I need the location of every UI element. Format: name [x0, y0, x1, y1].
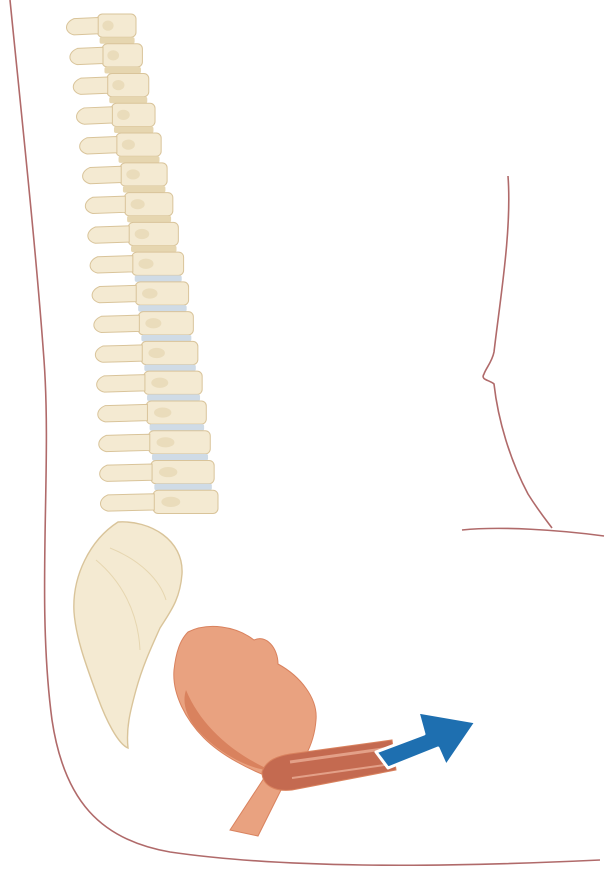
bone-shading	[112, 80, 124, 90]
vertebra	[73, 74, 149, 104]
vertebra	[99, 431, 210, 461]
spinous-process	[98, 404, 148, 421]
vertebra	[101, 490, 219, 513]
spinous-process	[88, 226, 129, 243]
bone-shading	[148, 348, 164, 358]
bone-shading	[159, 467, 177, 477]
intervertebral-disc	[141, 335, 191, 342]
spinous-process	[67, 17, 99, 34]
bone-shading	[138, 259, 153, 269]
spinous-process	[101, 494, 155, 511]
bone-shading	[122, 140, 135, 150]
intervertebral-disc	[138, 305, 187, 312]
spinous-process	[85, 196, 125, 213]
spinous-process	[94, 315, 140, 332]
intervertebral-disc	[152, 454, 208, 461]
bone-shading	[161, 497, 180, 507]
vertebra	[94, 312, 194, 342]
spinous-process	[92, 285, 136, 302]
bone-shading	[107, 50, 119, 60]
spinous-process	[97, 375, 145, 392]
intervertebral-disc	[144, 365, 196, 372]
spine	[67, 14, 219, 513]
spinous-process	[90, 256, 133, 273]
bone-shading	[157, 437, 175, 447]
vertebra	[98, 401, 207, 431]
bone-shading	[145, 318, 161, 328]
intervertebral-disc	[154, 484, 212, 491]
intervertebral-disc	[114, 127, 154, 134]
thigh-front-outline	[462, 528, 604, 536]
bone-shading	[151, 378, 168, 388]
vertebra	[92, 282, 188, 312]
vertebra	[77, 103, 156, 133]
spinous-process	[95, 345, 142, 362]
rectum	[174, 626, 316, 836]
intervertebral-disc	[147, 394, 200, 401]
vertebra	[97, 371, 202, 401]
bone-shading	[135, 229, 150, 239]
bone-shading	[131, 199, 145, 209]
intervertebral-disc	[100, 37, 135, 44]
intervertebral-disc	[109, 97, 147, 104]
vertebra	[88, 222, 179, 252]
vertebra	[90, 252, 183, 282]
intervertebral-disc	[104, 67, 141, 74]
intervertebral-disc	[119, 156, 160, 163]
spinous-process	[80, 137, 117, 154]
spinous-process	[99, 434, 150, 451]
sacrum	[74, 522, 182, 748]
vertebra	[80, 133, 161, 163]
bone-shading	[142, 288, 158, 298]
bone-shading	[154, 407, 171, 417]
intervertebral-disc	[123, 186, 165, 193]
intervertebral-disc	[150, 424, 205, 431]
intervertebral-disc	[131, 246, 177, 253]
abdomen-outline	[483, 176, 552, 528]
vertebra	[70, 44, 143, 74]
vertebra	[85, 193, 172, 223]
spinous-process	[70, 47, 103, 64]
vertebra	[67, 14, 137, 44]
intervertebral-disc	[135, 275, 182, 282]
spinous-process	[83, 166, 122, 183]
vertebra	[83, 163, 168, 193]
vertebra	[100, 460, 215, 490]
spinous-process	[73, 77, 107, 94]
vertebra	[95, 341, 198, 371]
bone-shading	[102, 21, 113, 31]
spinous-process	[77, 107, 113, 124]
intervertebral-disc	[127, 216, 171, 223]
bone-shading	[126, 169, 140, 179]
bone-shading	[117, 110, 130, 120]
spinous-process	[100, 464, 152, 481]
